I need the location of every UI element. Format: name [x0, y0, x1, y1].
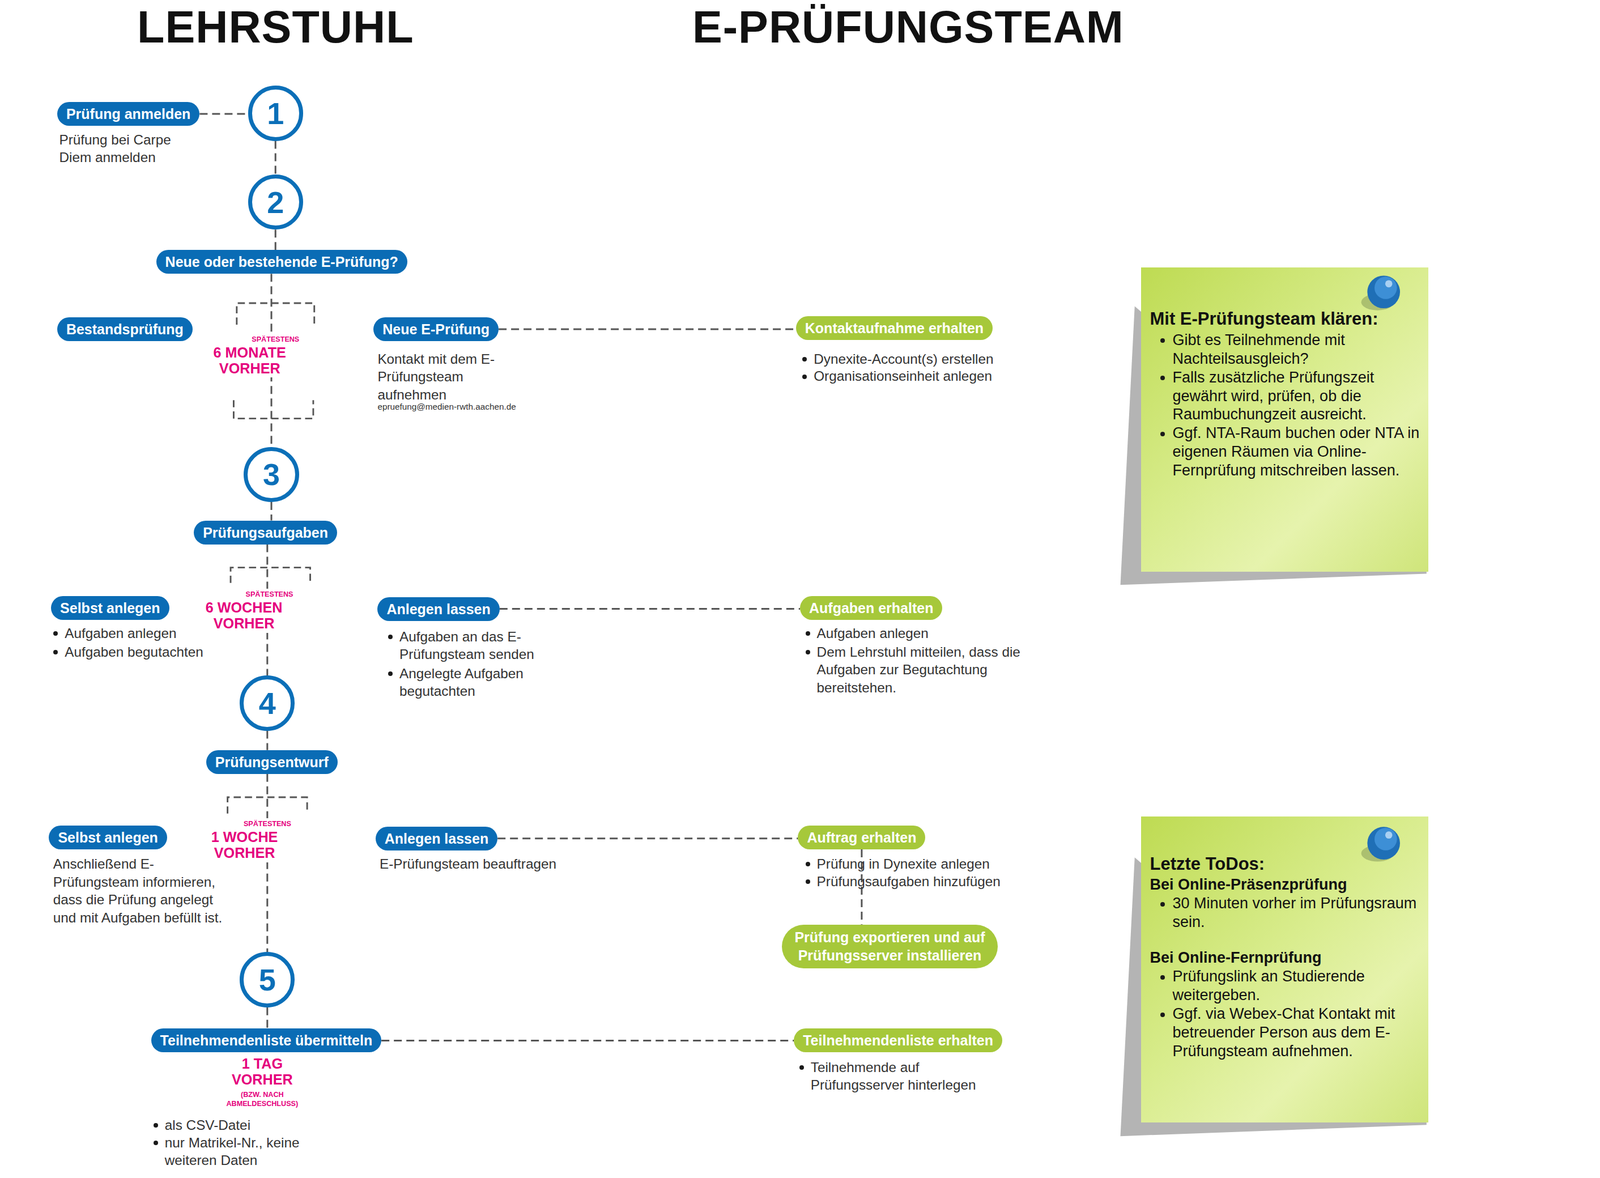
dashed-connector [499, 607, 800, 610]
bullet-item: Teilnehmende auf Prüfungsserver hinterle… [796, 1058, 1016, 1095]
dashed-connector [274, 229, 277, 250]
node-text: Neue E-Prüfung [382, 320, 490, 338]
chair-step-pill: Prüfungsentwurf [206, 750, 338, 774]
step-number-circle: 2 [248, 174, 304, 230]
dashed-connector [381, 1039, 794, 1042]
description-text: epruefung@medien-rwth.aachen.de [377, 401, 582, 413]
team-action-pill: Auftrag erhalten [797, 825, 926, 850]
dashed-connector [270, 501, 273, 521]
timing-bracket [233, 400, 313, 419]
node-text: Bei Online-Fernprüfung [1150, 948, 1420, 968]
dashed-connector [266, 730, 268, 751]
node-text: Ggf. NTA-Raum buchen oder NTA in eigenen… [1150, 423, 1420, 480]
node-text: Prüfungsaufgaben [202, 524, 329, 542]
node-text: Neue oder bestehende E-Prüfung? [165, 253, 399, 271]
deadline-label: 1 TAG VORHER [221, 1056, 304, 1088]
team-action-pill: Aufgaben erhalten [800, 596, 943, 620]
dashed-connector [274, 141, 277, 175]
push-pin [1361, 275, 1400, 310]
dashed-connector [498, 328, 797, 331]
chair-step-pill: Prüfung anmelden [57, 101, 200, 126]
chair-step-pill: Selbst anlegen [50, 596, 169, 620]
timing-bracket [236, 303, 315, 325]
bullet-item: Dynexite-Account(s) erstellen [798, 350, 1075, 369]
deadline-label: 1 WOCHE VORHER [198, 828, 292, 862]
node-text: Falls zusätzliche Prüfungszeit gewährt w… [1150, 368, 1420, 425]
chair-step-pill: Anlegen lassen [377, 597, 500, 621]
step-number-circle: 5 [239, 951, 295, 1007]
bullet-item: nur Matrikel-Nr., keine weiteren Daten [150, 1133, 334, 1170]
team-action-pill: Teilnehmendenliste erhalten [793, 1028, 1003, 1053]
dashed-connector [497, 837, 798, 840]
node-text: Prüfung anmelden [66, 105, 191, 123]
deadline-label: 6 MONATE VORHER [203, 343, 297, 378]
node-text: Prüfungsentwurf [215, 753, 329, 771]
sticky-note: Mit E-Prüfungsteam klären:Gibt es Teilne… [1141, 267, 1429, 572]
node-text: 4 [258, 687, 276, 719]
sticky-note: Letzte ToDos:Bei Online-Präsenzprüfung30… [1141, 816, 1429, 1123]
chair-step-pill: Bestandsprüfung [57, 317, 193, 342]
timing-bracket [227, 797, 308, 814]
column-heading: E-PRÜFUNGSTEAM [643, 2, 1174, 52]
node-text: Mit E-Prüfungsteam klären: [1150, 308, 1420, 330]
bullet-item: Angelegte Aufgaben begutachten [384, 664, 564, 701]
bullet-item: Aufgaben anlegen [49, 624, 234, 643]
node-text: 2 [266, 186, 284, 218]
node-text: Ggf. via Webex-Chat Kontakt mit betreuen… [1150, 1004, 1420, 1061]
deadline-label: 6 WOCHEN VORHER [194, 598, 293, 633]
node-text: Kontaktaufnahme erhalten [805, 319, 984, 337]
dashed-connector [266, 1007, 268, 1029]
push-pin [1361, 826, 1400, 862]
description-text: Kontakt mit dem E-Prüfungsteam aufnehmen [377, 350, 510, 404]
step-number-circle: 3 [243, 447, 299, 502]
dashed-connector [199, 113, 248, 116]
chair-step-pill: Neue oder bestehende E-Prüfung? [156, 249, 408, 274]
node-text: 5 [258, 964, 276, 995]
node-text: Prüfung exportieren und auf Prüfungsserv… [788, 928, 992, 965]
timing-bracket [230, 567, 310, 584]
node-text: Bei Online-Präsenzprüfung [1150, 875, 1420, 895]
team-action-pill: Kontaktaufnahme erhalten [796, 316, 993, 340]
node-text: Selbst anlegen [60, 599, 160, 617]
bullet-item: Organisationseinheit anlegen [798, 367, 1075, 386]
node-text: Teilnehmendenliste übermitteln [160, 1031, 373, 1049]
description-text: E-Prüfungsteam beauftragen [379, 854, 615, 874]
bullet-item: Prüfungsaufgaben hinzufügen [802, 872, 1068, 891]
node-text: 3 [262, 458, 280, 490]
chair-step-pill: Neue E-Prüfung [373, 317, 499, 342]
step-number-circle: 4 [239, 675, 295, 731]
column-heading: LEHRSTUHL [91, 2, 459, 52]
node-text: Letzte ToDos: [1150, 853, 1420, 875]
bullet-item: Dem Lehrstuhl mitteilen, dass die Aufgab… [802, 643, 1068, 697]
step-number-circle: 1 [248, 85, 304, 141]
node-text: Teilnehmendenliste erhalten [802, 1031, 994, 1049]
node-text: Auftrag erhalten [806, 828, 917, 846]
bullet-item: Aufgaben begutachten [49, 643, 234, 662]
bullet-item: als CSV-Datei [150, 1116, 334, 1135]
team-action-pill: Prüfung exportieren und auf Prüfungsserv… [781, 924, 999, 969]
chair-step-pill: Selbst anlegen [48, 825, 167, 850]
bullet-item: Prüfung in Dynexite anlegen [802, 854, 1068, 874]
dashed-connector [266, 773, 268, 953]
timing-bracket [227, 303, 315, 814]
node-text: Anlegen lassen [384, 830, 489, 848]
node-text: 1 [266, 98, 284, 129]
chair-step-pill: Anlegen lassen [375, 826, 498, 851]
node-text: Prüfungslink an Studierende weitergeben. [1150, 967, 1420, 1005]
bullet-item: Aufgaben an das E-Prüfungsteam senden [384, 627, 564, 664]
description-text: Prüfung bei Carpe Diem anmelden [59, 130, 203, 167]
description-text: Anschließend E-Prüfungsteam informieren,… [53, 854, 232, 927]
bullet-item: Aufgaben anlegen [802, 624, 1068, 643]
node-text: 30 Minuten vorher im Prüfungsraum sein. [1150, 894, 1420, 932]
node-text: Aufgaben erhalten [809, 599, 934, 617]
chair-step-pill: Prüfungsaufgaben [193, 520, 338, 545]
node-text: Anlegen lassen [386, 600, 491, 618]
deadline-label: (BZW. NACH ABMELDESCHLUSS) [213, 1090, 311, 1109]
node-text: Bestandsprüfung [66, 320, 184, 338]
node-text: Selbst anlegen [57, 828, 158, 846]
chair-step-pill: Teilnehmendenliste übermitteln [151, 1028, 382, 1053]
node-text: Gibt es Teilnehmende mit Nachteilsausgle… [1150, 330, 1420, 369]
